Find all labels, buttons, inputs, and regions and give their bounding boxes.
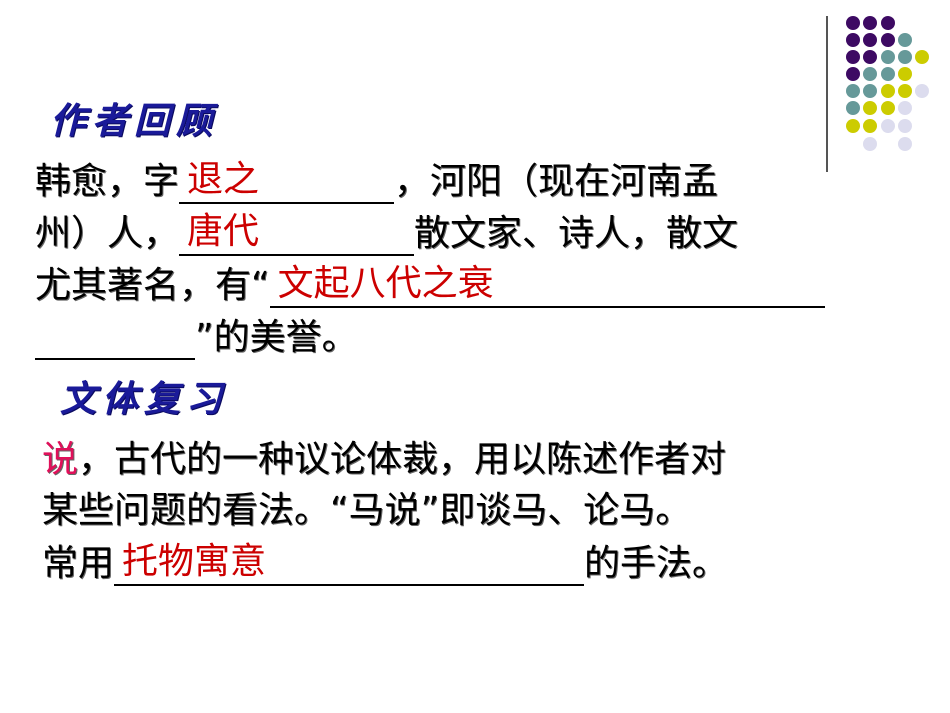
- decorative-dot: [898, 67, 912, 81]
- decorative-dot: [846, 67, 860, 81]
- text-line: 州）人，唐代 散文家、诗人，散文: [35, 210, 738, 256]
- decorative-dot: [881, 16, 895, 30]
- text-line: 韩愈，字退之 ，河阳（现在河南孟: [35, 158, 718, 204]
- answer-courtesy-name: 退之: [187, 159, 260, 200]
- text: 尤其著名，有“: [35, 265, 270, 306]
- text: ”的美誉。: [195, 317, 358, 358]
- blank-praise-cont: [35, 314, 195, 360]
- answer-praise: 文起八代之衰: [277, 263, 494, 304]
- decorative-dot: [846, 16, 860, 30]
- decorative-dot: [881, 33, 895, 47]
- decorative-dot: [915, 84, 929, 98]
- text-line: 常用托物寓意 的手法。: [42, 540, 728, 586]
- decorative-dot: [898, 137, 912, 151]
- blank-praise: 文起八代之衰: [269, 262, 825, 308]
- decorative-dot: [863, 16, 877, 30]
- text-line: 说，古代的一种议论体裁，用以陈述作者对: [42, 438, 726, 482]
- decorative-dot: [898, 50, 912, 64]
- decorative-dot: [863, 119, 877, 133]
- decorative-dot: [863, 101, 877, 115]
- blank-technique: 托物寓意: [114, 540, 585, 586]
- text-line: ”的美誉。: [35, 314, 358, 360]
- text: 州）人，: [35, 213, 180, 254]
- text-line: 某些问题的看法。“马说”即谈马、论马。: [42, 490, 692, 531]
- decorative-dot: [846, 101, 860, 115]
- decorative-dot: [898, 84, 912, 98]
- decorative-dot: [915, 50, 929, 64]
- decorative-dot: [881, 84, 895, 98]
- text: 韩愈，字: [35, 161, 180, 202]
- decorative-dot: [863, 137, 877, 151]
- text: ，河阳（现在河南孟: [394, 161, 719, 202]
- decorative-dot: [881, 50, 895, 64]
- divider-line: [826, 16, 828, 172]
- decorative-dot: [863, 84, 877, 98]
- decorative-dot: [863, 33, 877, 47]
- text: 常用: [42, 543, 115, 584]
- decorative-dot: [898, 119, 912, 133]
- decorative-dot: [881, 119, 895, 133]
- decorative-dot: [846, 119, 860, 133]
- decorative-dot: [863, 67, 877, 81]
- highlight-word: 说: [42, 439, 79, 480]
- decorative-dot: [846, 33, 860, 47]
- heading-author-review: 作者回顾: [50, 101, 219, 142]
- blank-dynasty: 唐代: [179, 210, 415, 256]
- decorative-dot: [898, 101, 912, 115]
- text: 的手法。: [584, 543, 729, 584]
- decorative-dot: [863, 50, 877, 64]
- decorative-dot: [846, 50, 860, 64]
- text-line: 尤其著名，有“文起八代之衰: [35, 262, 825, 308]
- decorative-dot: [898, 33, 912, 47]
- blank-courtesy-name: 退之: [179, 158, 395, 204]
- text: 散文家、诗人，散文: [414, 213, 739, 254]
- decorative-dot: [881, 67, 895, 81]
- decorative-dot: [881, 101, 895, 115]
- decorative-dot: [846, 84, 860, 98]
- answer-technique: 托物寓意: [122, 541, 267, 582]
- text: ，古代的一种议论体裁，用以陈述作者对: [78, 439, 727, 480]
- heading-genre-review: 文体复习: [60, 379, 229, 420]
- answer-dynasty: 唐代: [187, 211, 260, 252]
